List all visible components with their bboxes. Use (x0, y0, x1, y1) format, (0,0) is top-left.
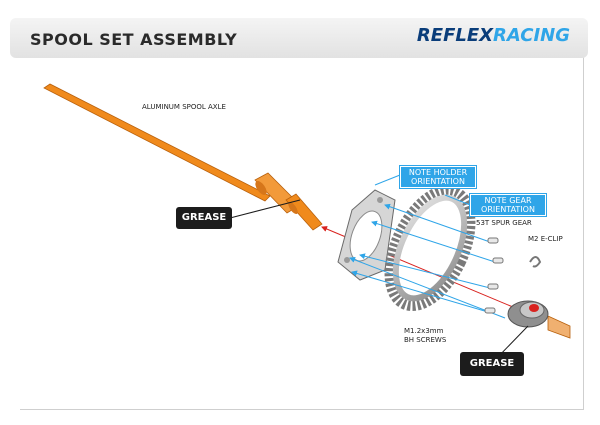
note-holder-line1: NOTE HOLDER (408, 168, 468, 177)
screw (484, 307, 496, 314)
e-clip (529, 256, 542, 268)
page-title: SPOOL SET ASSEMBLY (30, 30, 238, 49)
note-gear-callout: NOTE GEAR ORIENTATION (470, 194, 546, 216)
grease-left-leader (229, 199, 301, 219)
eclip-label: M2 E-CLIP (528, 235, 563, 243)
header-bar (10, 18, 588, 58)
note-gear-line2: ORIENTATION (481, 205, 535, 214)
axle-label: ALUMINUM SPOOL AXLE (142, 103, 226, 111)
note-gear-line1: NOTE GEAR (484, 196, 532, 205)
spur-gear (384, 185, 476, 311)
gear-callout-leader (444, 194, 471, 206)
spur-gear-label: 53T SPUR GEAR (476, 219, 532, 227)
spool-holder (337, 189, 396, 281)
note-holder-callout: NOTE HOLDER ORIENTATION (400, 166, 476, 188)
page-border (20, 57, 584, 410)
screws-label-line2: BH SCREWS (404, 336, 447, 344)
screw (487, 237, 499, 244)
header: SPOOL SET ASSEMBLY REFLEXRACING (10, 18, 588, 58)
logo-part-reflex: REFLEX (416, 25, 494, 46)
screws-label-line1: M1.2x3mm (404, 327, 444, 335)
grease-callout-left: GREASE (176, 207, 232, 229)
holder-callout-leader (374, 174, 401, 186)
note-holder-line2: ORIENTATION (411, 177, 465, 186)
spool-axle (43, 83, 323, 231)
screws-label: M1.2x3mm BH SCREWS (404, 327, 446, 345)
brand-logo: REFLEXRACING (417, 25, 570, 46)
spool-hub (507, 300, 571, 339)
logo-part-racing: RACING (493, 25, 570, 46)
grease-callout-right: GREASE (460, 352, 524, 376)
screw (492, 257, 504, 264)
bh-screws (484, 237, 504, 314)
alignment-arrows (349, 203, 506, 319)
screw (487, 283, 499, 290)
